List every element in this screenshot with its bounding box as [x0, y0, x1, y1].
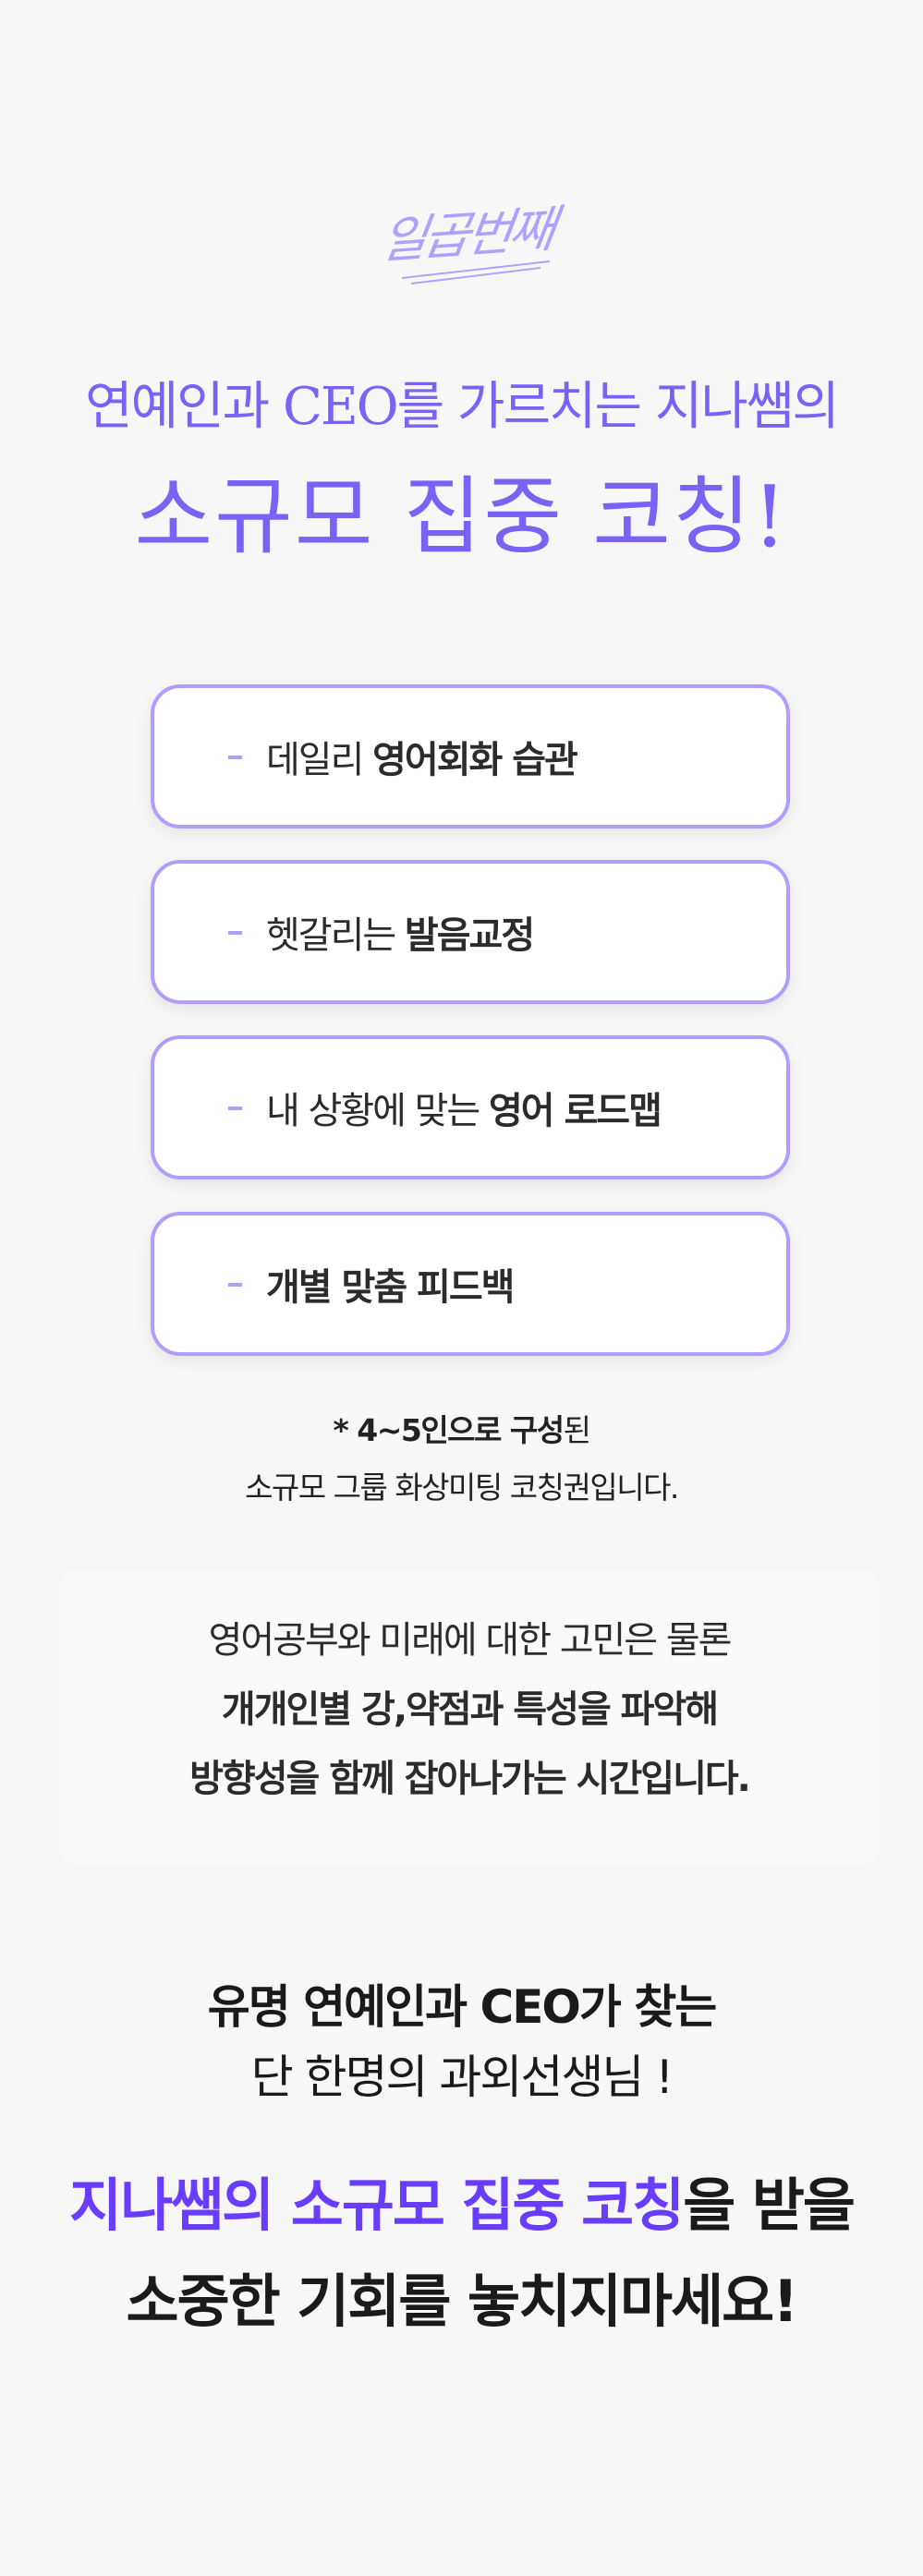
feature-card-roadmap: 내 상황에 맞는 영어 로드맵 — [151, 1035, 790, 1179]
feature-card-daily-conversation: 데일리 영어회화 습관 — [151, 684, 790, 828]
group-size-note: * 4~5인으로 구성된 소규모 그룹 화상미팅 코칭권입니다. — [0, 1402, 923, 1517]
headline-title: 소규모 집중 코칭! — [134, 467, 789, 566]
note-line-1: * 4~5인으로 구성된 — [333, 1412, 591, 1448]
cta-intro: 유명 연예인과 CEO가 찾는 단 한명의 과외선생님 ! — [0, 1972, 923, 2112]
feature-text: 데일리 영어회화 습관 — [266, 739, 578, 781]
dash-marker-icon — [228, 1283, 242, 1287]
info-line-2: 개개인별 강,약점과 특성을 파악해 — [221, 1688, 719, 1731]
dash-marker-icon — [228, 1107, 242, 1110]
feature-text: 헷갈리는 발음교정 — [266, 914, 535, 957]
feature-card-feedback: 개별 맞춤 피드백 — [151, 1212, 790, 1356]
cta-headline: 지나쌤의 소규모 집중 코칭을 받을 소중한 기회를 놓치지마세요! — [0, 2158, 923, 2350]
feature-card-pronunciation: 헷갈리는 발음교정 — [151, 860, 790, 1004]
logo-underline-strokes — [401, 260, 551, 284]
cta-intro-line-1: 유명 연예인과 CEO가 찾는 — [207, 1980, 718, 2034]
note-line-2: 소규모 그룹 화상미팅 코칭권입니다. — [245, 1469, 679, 1506]
cta-highlight: 지나쌤의 소규모 집중 코칭 — [69, 2171, 685, 2239]
info-box: 영어공부와 미래에 대한 고민은 물론 개개인별 강,약점과 특성을 파악해 방… — [59, 1569, 880, 1866]
feature-text: 개별 맞춤 피드백 — [266, 1266, 515, 1309]
info-line-3: 방향성을 함께 잡아나가는 시간입니다. — [189, 1758, 751, 1800]
feature-text: 내 상황에 맞는 영어 로드맵 — [266, 1090, 662, 1132]
dash-marker-icon — [228, 756, 242, 759]
cta-intro-line-2: 단 한명의 과외선생님 ! — [250, 2050, 674, 2104]
dash-marker-icon — [228, 931, 242, 935]
headline-subtitle: 연예인과 CEO를 가르치는 지나쌤의 — [85, 377, 840, 437]
handwritten-logo: 일곱번째 — [365, 199, 568, 286]
cta-headline-line-2: 소중한 기회를 놓치지마세요! — [126, 2268, 799, 2335]
info-line-1: 영어공부와 미래에 대한 고민은 물론 — [208, 1619, 733, 1662]
cta-headline-line-1: 지나쌤의 소규모 집중 코칭을 받을 — [69, 2171, 856, 2239]
